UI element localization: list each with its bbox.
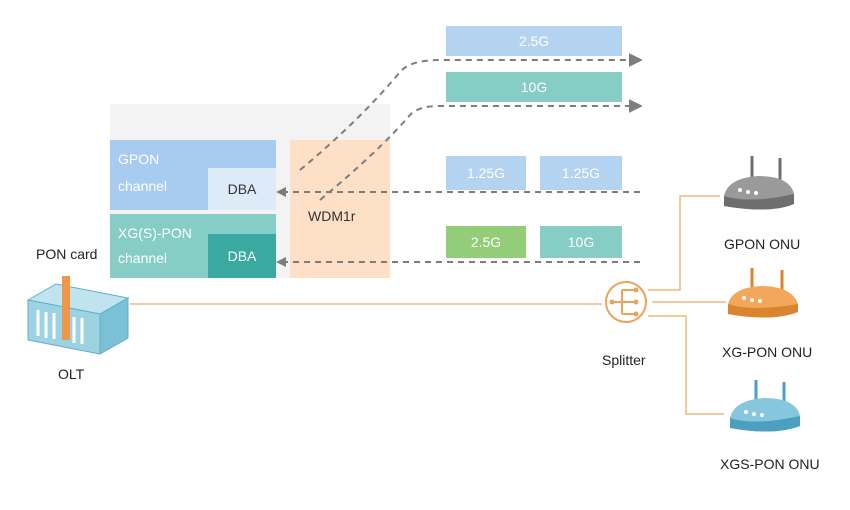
downstream-10g-path bbox=[319, 99, 643, 201]
fiber-to-gpon-onu bbox=[648, 195, 720, 291]
splitter-icon bbox=[605, 281, 647, 323]
gpon-onu-icon bbox=[724, 156, 794, 210]
olt-device-icon bbox=[26, 276, 130, 355]
wdm1r-block: WDM1r bbox=[290, 140, 390, 278]
upstream-xgs-box-10g: 10G bbox=[540, 226, 622, 258]
gpon-channel-label-line2: channel bbox=[118, 178, 168, 194]
xg-pon-onu-icon bbox=[728, 268, 798, 318]
gpon-dba-block: DBA bbox=[208, 168, 276, 210]
xgs-channel-label-line1: XG(S)-PON bbox=[118, 225, 192, 241]
xgs-pon-onu-label: XGS-PON ONU bbox=[720, 456, 820, 472]
fiber-to-xgs-onu bbox=[648, 315, 724, 415]
gpon-onu-label: GPON ONU bbox=[724, 236, 801, 252]
downstream-10g-box: 10G bbox=[446, 72, 622, 102]
olt-label: OLT bbox=[58, 366, 85, 382]
xg-pon-onu-label: XG-PON ONU bbox=[722, 344, 813, 360]
pon-card-label: PON card bbox=[36, 246, 98, 262]
xgs-pon-onu-icon bbox=[730, 380, 800, 432]
wdm1r-label: WDM1r bbox=[308, 208, 356, 224]
xgs-channel-label-line2: channel bbox=[118, 250, 168, 266]
upstream-xgs-arrowhead bbox=[276, 257, 286, 267]
downstream-2.5g-path bbox=[299, 53, 643, 171]
gpon-channel-label-line1: GPON bbox=[118, 151, 160, 167]
upstream-gpon-box-1: 1.25G bbox=[446, 156, 526, 190]
gpon-channel-block: GPON channel DBA bbox=[110, 140, 276, 210]
upstream-gpon-box-2: 1.25G bbox=[540, 156, 622, 190]
upstream-gpon-arrowhead bbox=[276, 187, 286, 197]
downstream-2.5g-box: 2.5G bbox=[446, 26, 622, 56]
upstream-xgs-box-2.5g: 2.5G bbox=[446, 226, 526, 258]
xgs-channel-block: XG(S)-PON channel DBA bbox=[110, 214, 276, 278]
xgs-dba-block: DBA bbox=[208, 234, 276, 278]
splitter-label: Splitter bbox=[602, 352, 646, 368]
